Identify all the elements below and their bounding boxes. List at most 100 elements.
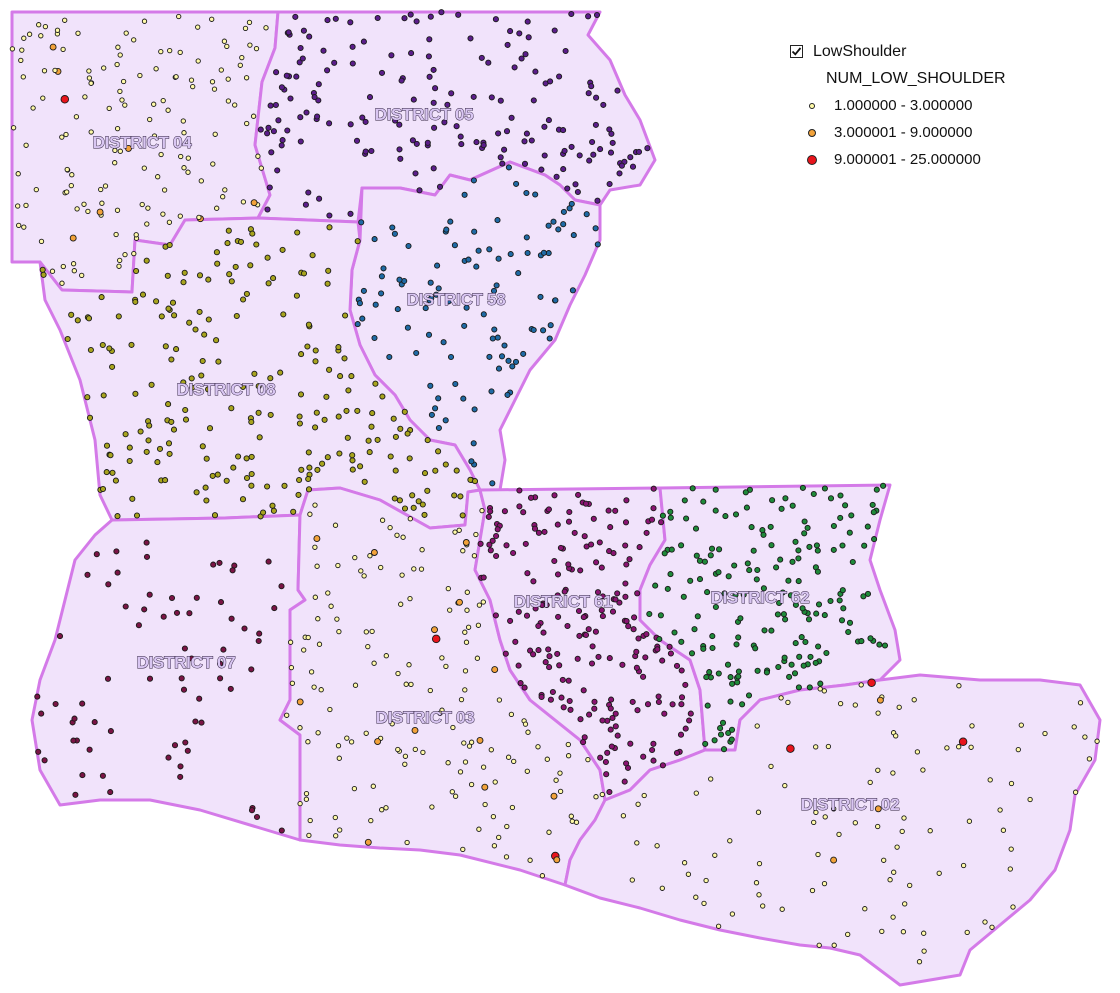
low-shoulder-point: [465, 256, 472, 263]
low-shoulder-point: [634, 707, 641, 714]
low-shoulder-point: [522, 540, 529, 547]
low-shoulder-point: [960, 862, 967, 869]
low-shoulder-point: [839, 587, 846, 594]
low-shoulder-point: [473, 531, 479, 538]
low-shoulder-point: [126, 457, 133, 465]
low-shoulder-point: [876, 641, 883, 648]
low-shoulder-point: [211, 86, 218, 92]
low-shoulder-point: [569, 287, 576, 294]
low-shoulder-point: [541, 152, 548, 159]
low-shoulder-point: [40, 95, 46, 101]
low-shoulder-point: [436, 183, 444, 190]
low-shoulder-point: [103, 442, 111, 449]
low-shoulder-point: [520, 509, 527, 516]
low-shoulder-point: [408, 50, 415, 57]
low-shoulder-point: [763, 669, 770, 676]
low-shoulder-point: [117, 148, 123, 154]
low-shoulder-point: [505, 754, 512, 760]
low-shoulder-point: [404, 839, 410, 846]
low-shoulder-point: [612, 723, 619, 730]
low-shoulder-point: [403, 681, 409, 687]
low-shoulder-point: [864, 523, 871, 530]
low-shoulder-point: [307, 817, 313, 824]
low-shoulder-point: [786, 744, 795, 753]
low-shoulder-point: [418, 566, 425, 572]
low-shoulder-point: [440, 339, 447, 346]
low-shoulder-point: [342, 312, 349, 319]
layer-visibility-checkbox[interactable]: [790, 45, 803, 58]
low-shoulder-point: [378, 290, 385, 297]
low-shoulder-point: [114, 569, 121, 576]
low-shoulder-point: [209, 16, 215, 22]
low-shoulder-point: [921, 930, 927, 936]
low-shoulder-point: [560, 127, 567, 134]
low-shoulder-point: [577, 567, 584, 574]
low-shoulder-point: [396, 276, 403, 283]
low-shoulder-point: [846, 619, 854, 626]
low-shoulder-point: [210, 161, 216, 167]
low-shoulder-point: [471, 228, 478, 235]
low-shoulder-point: [447, 353, 455, 361]
low-shoulder-point: [810, 490, 817, 498]
low-shoulder-point: [1042, 730, 1048, 737]
low-shoulder-point: [287, 639, 294, 645]
low-shoulder-point: [838, 617, 846, 624]
low-shoulder-point: [70, 737, 77, 744]
low-shoulder-point: [600, 101, 607, 108]
low-shoulder-point: [237, 62, 243, 68]
low-shoulder-point: [588, 83, 595, 90]
low-shoulder-point: [168, 356, 175, 363]
low-shoulder-point: [760, 903, 766, 909]
low-shoulder-point: [429, 804, 435, 810]
low-shoulder-point: [807, 653, 814, 660]
low-shoulder-point: [456, 598, 463, 606]
low-shoulder-point: [427, 382, 434, 389]
low-shoulder-point: [271, 605, 278, 612]
low-shoulder-point: [530, 326, 537, 334]
low-shoulder-point: [143, 539, 150, 546]
low-shoulder-point: [114, 61, 120, 68]
low-shoulder-point: [640, 673, 647, 680]
low-shoulder-point: [347, 19, 354, 26]
low-shoulder-point: [558, 694, 565, 701]
low-shoulder-point: [316, 195, 323, 202]
low-shoulder-point: [545, 646, 552, 653]
low-shoulder-point: [777, 556, 784, 563]
low-shoulder-point: [410, 504, 417, 511]
low-shoulder-point: [117, 52, 123, 58]
low-shoulder-point: [112, 477, 119, 484]
low-shoulder-point: [463, 304, 470, 311]
low-shoulder-point: [79, 700, 86, 707]
low-shoulder-point: [430, 165, 437, 172]
low-shoulder-point: [445, 585, 451, 592]
low-shoulder-point: [768, 627, 775, 634]
low-shoulder-point: [530, 651, 537, 658]
low-shoulder-point: [396, 146, 403, 153]
legend-layer-name: LowShoulder: [813, 42, 907, 60]
low-shoulder-point: [59, 134, 65, 140]
low-shoulder-point: [667, 514, 674, 521]
low-shoulder-point: [297, 725, 303, 731]
low-shoulder-point: [368, 817, 374, 824]
low-shoulder-point: [568, 10, 575, 18]
low-shoulder-point: [359, 114, 366, 121]
low-shoulder-point: [569, 818, 575, 824]
low-shoulder-point: [360, 38, 367, 45]
low-shoulder-point: [441, 119, 448, 126]
low-shoulder-point: [1077, 700, 1084, 706]
low-shoulder-point: [725, 573, 732, 580]
low-shoulder-point: [203, 497, 210, 504]
low-shoulder-point: [586, 157, 593, 164]
low-shoulder-point: [60, 46, 66, 53]
low-shoulder-point: [278, 84, 285, 91]
low-shoulder-point: [480, 599, 486, 605]
low-shoulder-point: [74, 206, 80, 212]
low-shoulder-point: [305, 475, 312, 483]
low-shoulder-point: [678, 694, 686, 701]
low-shoulder-point: [426, 36, 433, 43]
low-shoulder-point: [564, 185, 571, 192]
low-shoulder-point: [655, 693, 662, 700]
low-shoulder-point: [782, 495, 789, 502]
low-shoulder-point: [180, 279, 187, 286]
low-shoulder-point: [141, 165, 147, 171]
